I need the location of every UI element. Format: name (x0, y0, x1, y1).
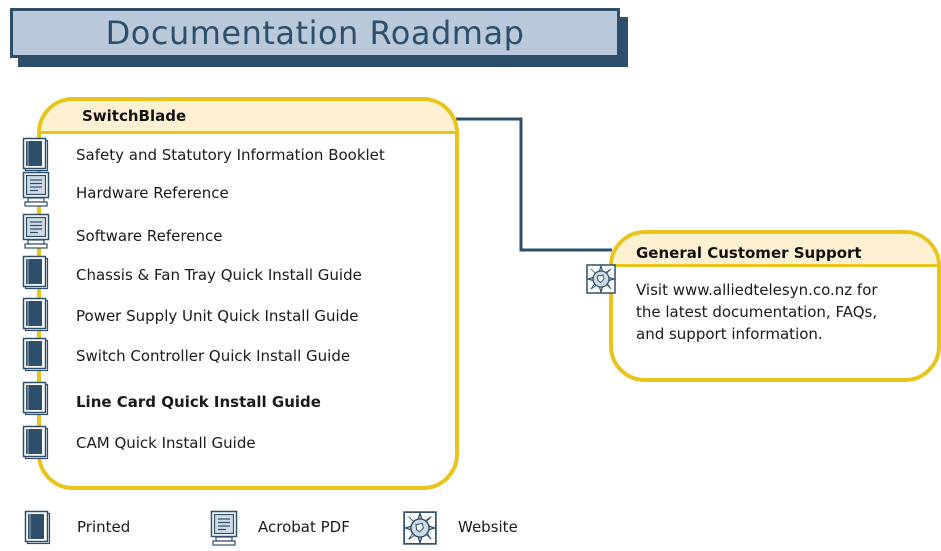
doc-item-label[interactable]: Switch Controller Quick Install Guide (76, 347, 351, 365)
doc-item-label[interactable]: CAM Quick Install Guide (76, 434, 256, 452)
support-line: the latest documentation, FAQs, (636, 303, 878, 321)
support-panel (609, 230, 941, 382)
support-header (613, 234, 937, 267)
website-compass-icon (586, 264, 616, 294)
doc-item-label[interactable]: Line Card Quick Install Guide (76, 393, 321, 411)
legend-printed-label: Printed (77, 518, 131, 536)
legend-website-label: Website (458, 518, 518, 536)
doc-item-label[interactable]: Chassis & Fan Tray Quick Install Guide (76, 266, 362, 284)
printed-book-icon (22, 381, 50, 417)
acrobat-pdf-icon (22, 213, 50, 249)
support-line[interactable]: Visit www.alliedtelesyn.co.nz for (636, 281, 878, 299)
support-line: and support information. (636, 325, 823, 343)
printed-book-icon (22, 137, 50, 173)
printed-book-icon (21, 510, 55, 546)
switchblade-panel (37, 97, 459, 490)
doc-item-label[interactable]: Software Reference (76, 227, 223, 245)
doc-item-label[interactable]: Power Supply Unit Quick Install Guide (76, 307, 359, 325)
acrobat-pdf-icon (207, 510, 241, 546)
page-title: Documentation Roadmap (105, 14, 525, 52)
doc-item-label[interactable]: Hardware Reference (76, 184, 229, 202)
printed-book-icon (22, 425, 50, 461)
printed-book-icon (22, 297, 50, 333)
legend-pdf-label: Acrobat PDF (258, 518, 350, 536)
website-compass-icon (402, 511, 438, 545)
doc-item-label[interactable]: Safety and Statutory Information Booklet (76, 146, 385, 164)
support-body: Visit www.alliedtelesyn.co.nz for the la… (636, 279, 936, 345)
acrobat-pdf-icon (22, 171, 50, 207)
switchblade-header (41, 101, 455, 134)
support-title: General Customer Support (636, 244, 862, 262)
printed-book-icon (22, 337, 50, 373)
title-banner: Documentation Roadmap (10, 8, 620, 58)
printed-book-icon (22, 255, 50, 291)
switchblade-title: SwitchBlade (82, 107, 187, 125)
